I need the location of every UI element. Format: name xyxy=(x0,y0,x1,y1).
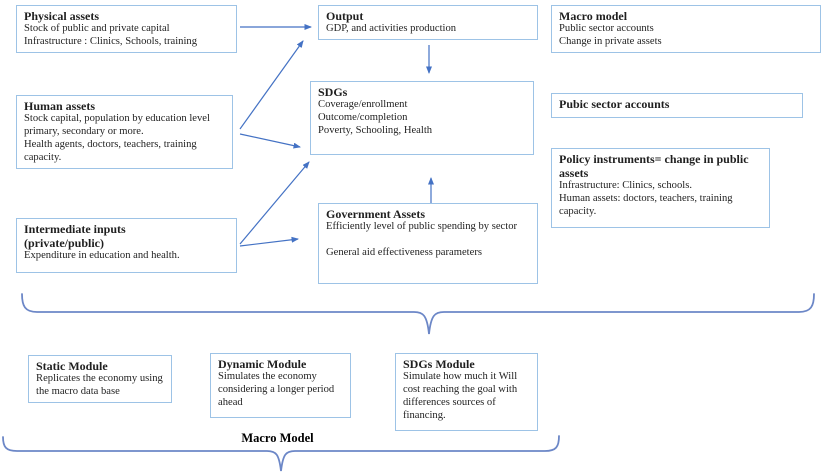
box-title: Dynamic Module xyxy=(218,357,307,371)
box-line: Replicates the economy using the macro d… xyxy=(36,373,163,398)
box-dynamic-module: Dynamic Module Simulates the economy con… xyxy=(210,353,351,418)
box-sdgs-module: SDGs Module Simulate how much it Will co… xyxy=(395,353,538,431)
box-title: Government Assets xyxy=(326,207,425,221)
arrow-intermediate-to-government xyxy=(239,236,299,247)
box-macro-model: Macro model Public sector accounts Chang… xyxy=(551,5,821,53)
box-line: GDP, and activities production xyxy=(326,23,457,35)
box-output: Output GDP, and activities production xyxy=(318,5,538,41)
box-line: Infrastructure: Clinics, schools. xyxy=(559,180,692,192)
box-line: Simulate how much it Will cost reaching … xyxy=(403,371,518,421)
box-line: Expenditure in education and health. xyxy=(24,250,180,262)
box-line: Stock capital, population by education l… xyxy=(24,113,210,138)
box-title: Intermediate inputs (private/public) xyxy=(24,222,126,251)
box-line: Change in private assets xyxy=(559,36,662,48)
macro-model-caption: Macro Model xyxy=(241,431,314,445)
upper-section-brace xyxy=(21,293,815,335)
box-title: Output xyxy=(326,9,364,23)
arrow-human-to-sdgs xyxy=(239,133,301,149)
box-sdgs: SDGs Coverage/enrollment Outcome/complet… xyxy=(310,81,534,155)
box-title: Physical assets xyxy=(24,9,99,23)
box-line: Stock of public and private capital xyxy=(24,23,170,35)
box-title: Macro model xyxy=(559,9,628,23)
box-government-assets: Government Assets Efficiently level of p… xyxy=(318,203,538,284)
box-line: Coverage/enrollment xyxy=(318,99,408,111)
box-pubic-sector-accounts: Pubic sector accounts xyxy=(551,93,803,118)
box-title: Static Module xyxy=(36,359,108,373)
box-title: Human assets xyxy=(24,99,96,113)
arrow-human-to-output xyxy=(239,40,304,130)
box-policy-instruments: Policy instruments= change in public ass… xyxy=(551,148,770,228)
box-line: General aid effectiveness parameters xyxy=(326,247,482,259)
box-static-module: Static Module Replicates the economy usi… xyxy=(28,355,172,403)
box-human-assets: Human assets Stock capital, population b… xyxy=(16,95,233,169)
box-line: Efficiently level of public spending by … xyxy=(326,221,518,233)
box-line: Public sector accounts xyxy=(559,23,654,35)
box-line: Human assets: doctors, teachers, trainin… xyxy=(559,193,733,218)
box-intermediate-inputs: Intermediate inputs (private/public) Exp… xyxy=(16,218,237,273)
box-line: Outcome/completion xyxy=(318,112,408,124)
box-line: Simulates the economy considering a long… xyxy=(218,371,335,408)
box-title: Policy instruments= change in public ass… xyxy=(559,152,749,181)
box-title: SDGs xyxy=(318,85,348,99)
box-line: Health agents, doctors, teachers, traini… xyxy=(24,139,197,163)
box-physical-assets: Physical assets Stock of public and priv… xyxy=(16,5,237,53)
box-line: Infrastructure : Clinics, Schools, train… xyxy=(24,36,197,48)
box-title: Pubic sector accounts xyxy=(559,97,670,111)
box-title: SDGs Module xyxy=(403,357,475,371)
box-line: Poverty, Schooling, Health xyxy=(318,125,433,136)
arrow-intermediate-to-sdgs xyxy=(239,161,310,245)
